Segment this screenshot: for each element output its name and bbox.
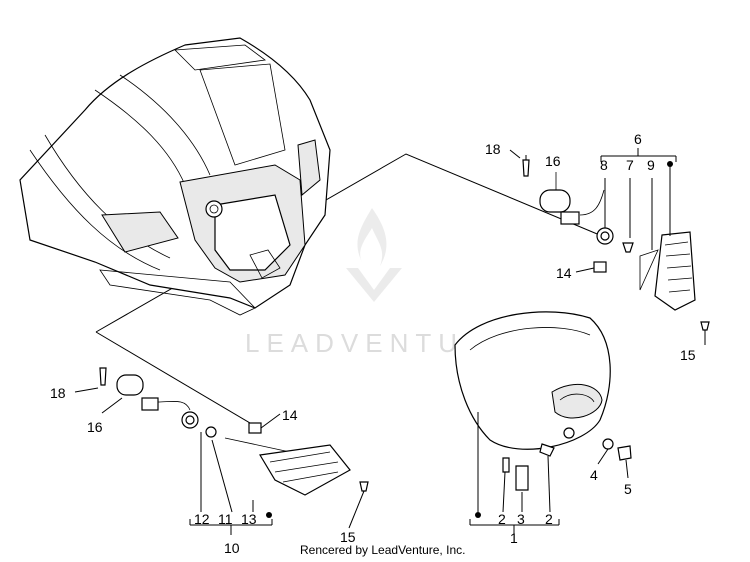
- callout-8: 8: [600, 157, 608, 173]
- socket-16-right: [539, 189, 571, 213]
- callout-6: 6: [634, 131, 642, 147]
- tail-light-group: [454, 311, 632, 535]
- callout-14b: 14: [282, 407, 298, 423]
- bulb-7-right: [622, 242, 634, 253]
- callout-18a: 18: [485, 141, 501, 157]
- right-grille-vent: [297, 139, 321, 197]
- clip-14-left: [248, 422, 262, 434]
- bulb-2-right: [539, 443, 555, 457]
- gasket-left: [224, 437, 291, 453]
- callout-12: 12: [194, 511, 210, 527]
- callout-13: 13: [241, 511, 257, 527]
- gasket-9-right: [639, 249, 659, 291]
- bulb-11-left: [205, 426, 217, 438]
- tail-light-lens: [551, 384, 603, 419]
- flame-v-logo-icon: [346, 208, 402, 302]
- left-grille-vent: [101, 211, 179, 253]
- callout-16a: 16: [545, 153, 561, 169]
- screw-15-left: [359, 481, 369, 492]
- bulb-3: [515, 465, 529, 491]
- callout-15b: 15: [340, 529, 356, 545]
- callout-2b: 2: [545, 511, 553, 527]
- callout-11: 11: [218, 511, 233, 527]
- connector-left: [141, 397, 159, 411]
- callout-9: 9: [647, 157, 655, 173]
- pin-18-right: [522, 159, 530, 177]
- bulb-2-left: [502, 457, 510, 473]
- pin-18-left: [99, 367, 107, 386]
- mount-hole: [205, 200, 223, 218]
- clip-14-right: [593, 261, 607, 273]
- callout-1: 1: [510, 530, 518, 546]
- callout-4: 4: [590, 467, 598, 483]
- screw-15-right: [700, 321, 710, 331]
- lens-cover-left: [259, 444, 351, 496]
- callout-16b: 16: [87, 419, 103, 435]
- right-headlight-group: [509, 148, 710, 345]
- hood-assembly: [19, 37, 331, 316]
- callout-7: 7: [626, 157, 634, 173]
- callout-15a: 15: [680, 347, 696, 363]
- callout-18b: 18: [50, 385, 66, 401]
- callout-10: 10: [224, 540, 240, 556]
- socket-16-left: [116, 374, 144, 396]
- callout-3: 3: [517, 511, 525, 527]
- callout-5: 5: [624, 481, 632, 497]
- callout-14a: 14: [556, 265, 572, 281]
- callout-labels: 1 2 2 3 4 5 6 7 8 9 10 11 12 13 14 14 15…: [50, 131, 696, 556]
- screw-5: [617, 445, 632, 461]
- connector-right: [560, 211, 580, 225]
- reference-line-lower: [95, 331, 256, 427]
- callout-2a: 2: [498, 511, 506, 527]
- washer-4: [602, 438, 614, 450]
- left-headlight-group: [74, 367, 369, 535]
- credit-text: Rencered by LeadVenture, Inc.: [300, 543, 465, 557]
